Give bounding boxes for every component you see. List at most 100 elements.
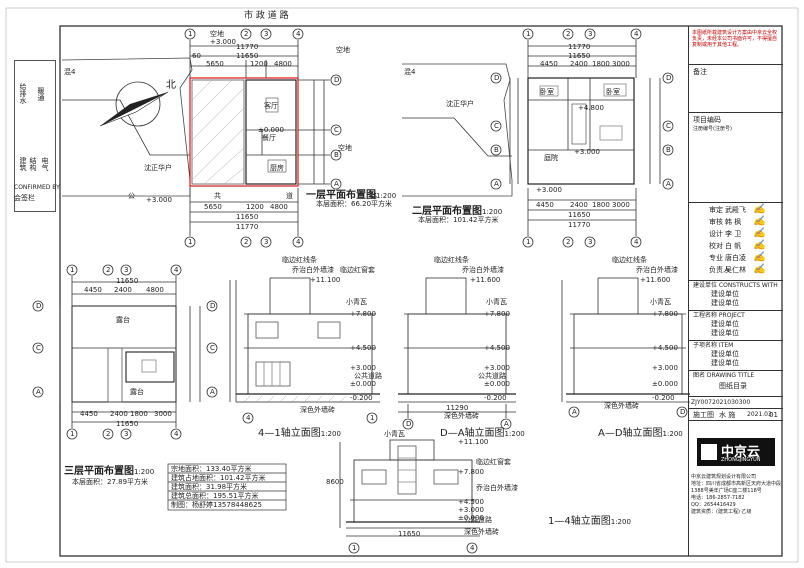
- axis-d-f2: D: [494, 74, 500, 82]
- e14-width: 11650: [398, 530, 421, 538]
- axis-1-f2: 1: [526, 30, 531, 38]
- axis-a-f3: A: [36, 388, 41, 396]
- axis-1-bottom: 1: [188, 238, 193, 246]
- neighbor-shen-left: 沈正华户: [144, 164, 172, 172]
- company-name: 中京云建筑规划设计有限公司: [691, 474, 757, 480]
- f1-dim-3: 1200: [250, 60, 268, 68]
- tb-person-1: 韩 枫: [725, 218, 742, 226]
- ead-lv-5: -0.200: [652, 394, 675, 402]
- summary-row-3: 建筑总面积：195.51平方米: [171, 492, 259, 500]
- f1-elev: ±0.000: [258, 126, 284, 134]
- axis-4-e14: 4: [470, 544, 475, 552]
- f3-room-terrace1: 露台: [116, 316, 130, 324]
- f2-bdim-4: 11650: [568, 211, 591, 219]
- axis-2-top: 2: [244, 30, 249, 38]
- f1-bdim-0: 5650: [204, 203, 222, 211]
- elevation-4-1: [229, 277, 380, 403]
- open-space-label-1: 空地: [336, 46, 350, 54]
- f3-bdim-0: 4450: [80, 410, 98, 418]
- axis-2-f3b: 2: [106, 430, 111, 438]
- company-address: 地址：四川省成都市高新区天府大道中段1388号美年广场C座二楼118号: [691, 481, 782, 494]
- road-bottom-label-4: 路: [370, 192, 377, 200]
- f3-dim-0: 4450: [84, 286, 102, 294]
- e41-lv-5: ±0.000: [350, 380, 376, 388]
- f1-site-elev: +3.000: [146, 196, 172, 204]
- f2-room-yard: 庭院: [544, 154, 558, 162]
- tb-person-3: 白 帆: [725, 242, 742, 250]
- eda-lv-5: -0.200: [484, 394, 507, 402]
- axis-d-eda: D: [406, 420, 412, 428]
- e14-label-0: 小青瓦: [384, 430, 405, 438]
- tb-date: 2021.03: [747, 411, 772, 418]
- f1-room-dining: 餐厅: [262, 134, 276, 142]
- axis-3-f3b: 3: [124, 430, 129, 438]
- f2-elev-2: +3.000: [536, 186, 562, 194]
- sign-row-struct: 结构: [29, 157, 37, 171]
- elevation-d-a: [398, 277, 516, 418]
- elev-4-1-title: 4—1轴立面图1:200: [258, 428, 341, 439]
- elev-d-a-title: D—A轴立面图1:200: [440, 428, 525, 439]
- tb-project-no-sub: 注册编号(注册号): [693, 126, 732, 132]
- tb-role-3: 校对: [709, 242, 723, 250]
- f3-dim-2: 2400: [114, 286, 132, 294]
- tb-stage: 施工图: [693, 411, 714, 419]
- eda-label-4: 深色外墙砖: [444, 412, 479, 420]
- f1-dim-2: 5650: [206, 60, 224, 68]
- eda-lv-0: +11.600: [470, 276, 501, 284]
- e41-lv-2: +7.800: [350, 310, 376, 318]
- f1-dim-4: 4800: [274, 60, 292, 68]
- tb-project-no-label: 项目编码: [693, 116, 721, 124]
- tb-item-val-0: 建设单位: [711, 350, 739, 358]
- road-bottom-label-1: 公: [128, 192, 135, 200]
- floor1-top-open-space: 空地: [210, 30, 224, 38]
- f1-bdim-4: 11650: [236, 213, 259, 221]
- axis-3-f3: 3: [124, 266, 129, 274]
- e41-label-5: 深色外墙砖: [300, 406, 335, 414]
- ead-label-1: 乔治白外墙漆: [636, 266, 678, 274]
- axis-4-f3: 4: [174, 266, 179, 274]
- e41-lv-4: +3.000: [350, 364, 376, 372]
- axis-c-f2: C: [494, 122, 499, 130]
- floor1-title: 一层平面布置图1:200: [306, 190, 397, 201]
- eda-label-3: 公共道路: [478, 372, 506, 380]
- axis-4-bottom: 4: [296, 238, 301, 246]
- axis-d-ead: D: [680, 408, 686, 416]
- f1-bdim-2: 4800: [270, 203, 288, 211]
- e14-height: 8600: [326, 478, 344, 486]
- e14-lv-2: +4.500: [458, 498, 484, 506]
- e41-lv-1: +11.100: [310, 276, 341, 284]
- sign-row-hvac: 暖通: [37, 87, 45, 101]
- floor2-title: 二层平面布置图1:200: [412, 206, 503, 217]
- axis-d-f3r: D: [210, 302, 216, 310]
- ead-label-3: 深色外墙砖: [604, 402, 639, 410]
- f2-dim-6: 3000: [612, 60, 630, 68]
- floor2-plan: [402, 40, 661, 236]
- f1-dim-60: 60: [192, 52, 201, 60]
- elev-1-4-title: 1—4轴立面图1:200: [548, 516, 631, 527]
- company-logo: 中京云 ZHONGJINGYUN: [697, 438, 775, 466]
- floor1-plan: [61, 40, 330, 236]
- ead-lv-3: +3.000: [652, 364, 678, 372]
- tb-person-2: 李 卫: [725, 230, 742, 238]
- axis-c-f2r: C: [666, 122, 671, 130]
- axis-1-e14: 1: [352, 544, 357, 552]
- f3-bdim-4: 11650: [116, 420, 139, 428]
- tb-construct-label: 建设单位 CONSTRUCTS WITH: [693, 282, 778, 289]
- sign-row-plumbing: 给排水: [19, 83, 27, 104]
- tb-item-val-1: 建设单位: [711, 359, 739, 367]
- tb-project-val-0: 建设单位: [711, 320, 739, 328]
- axis-4-f2b: 4: [634, 238, 639, 246]
- tb-project-val-1: 建设单位: [711, 329, 739, 337]
- company-logo-text: 中京云: [721, 445, 761, 460]
- tb-person-0: 武殿飞: [725, 206, 746, 214]
- axis-bubbles: [32, 28, 688, 554]
- floor3-title: 三层平面布置图1:200: [64, 466, 155, 477]
- axis-c-f1: C: [334, 126, 339, 134]
- e41-label-2: 临边红窗套: [340, 266, 375, 274]
- f2-dim-5: 1800: [592, 60, 610, 68]
- e41-label-0: 临边红线条: [282, 256, 317, 264]
- axis-c-f3r: C: [210, 344, 215, 352]
- e14-label-3: 公共道路: [464, 516, 492, 524]
- e41-label-4: 公共道路: [354, 372, 382, 380]
- tb-drawing-title: 图纸目录: [719, 382, 747, 390]
